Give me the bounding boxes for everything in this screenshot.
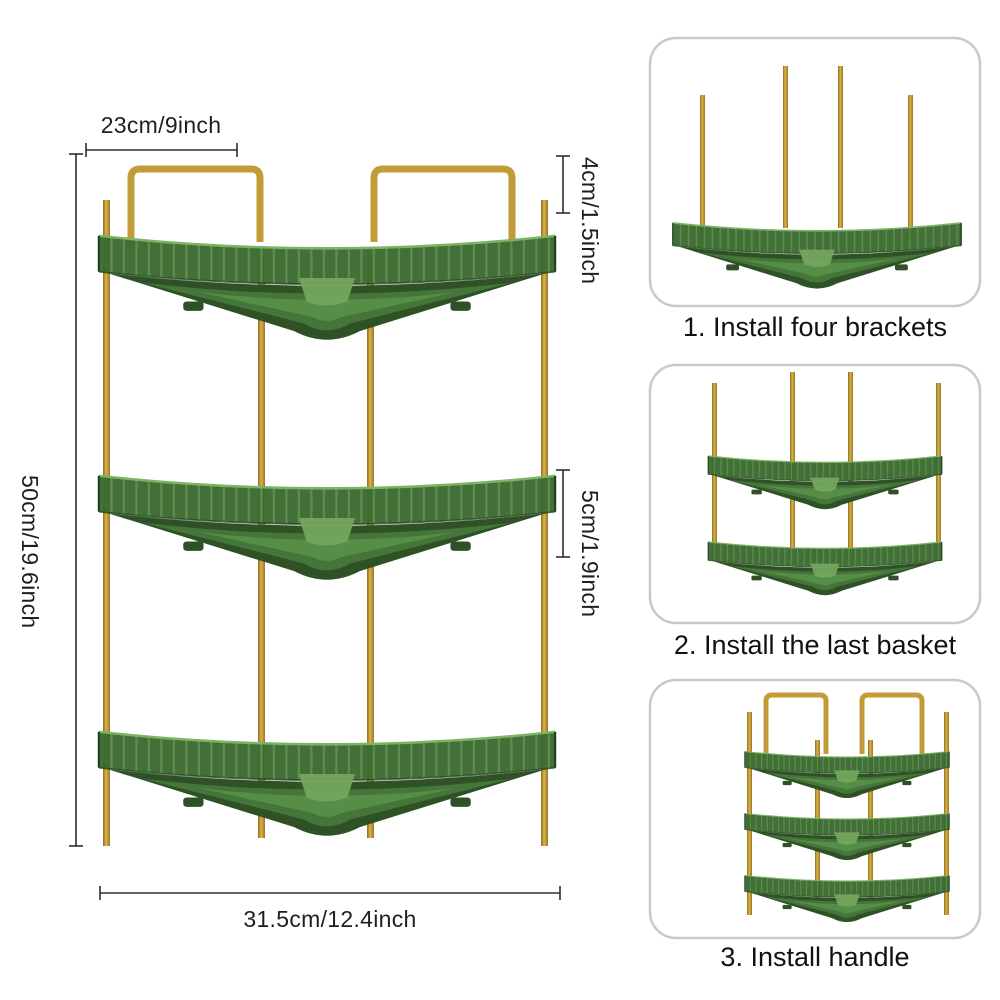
right-handle — [370, 165, 516, 246]
tray-tier-1 — [97, 234, 557, 341]
total-height-dimension-label: 50cm/19.6inch — [17, 475, 43, 629]
base-width-dimension-label: 31.5cm/12.4inch — [243, 906, 417, 932]
step-2-illustration — [707, 372, 943, 596]
main-product-illustration — [97, 165, 557, 846]
left-handle — [127, 165, 264, 246]
top-width-dimension-label: 23cm/9inch — [100, 112, 222, 138]
dim-line-total-height — [69, 153, 83, 847]
pole-left — [103, 200, 110, 846]
tier-height-dimension-label: 5cm/1.9inch — [577, 490, 603, 618]
step-1-caption: 1. Install four brackets — [682, 312, 948, 342]
handle-height-dimension-label: 4cm/1.5inch — [577, 157, 603, 285]
dim-line-top-width — [85, 143, 238, 157]
step-1-illustration — [672, 66, 962, 290]
pole-right — [541, 200, 548, 846]
step-2-caption: 2. Install the last basket — [673, 630, 957, 660]
dimension-lines — [69, 143, 570, 900]
dim-line-base-width — [99, 886, 561, 900]
dim-line-tier-height — [556, 469, 570, 558]
step-panel-1 — [648, 36, 982, 308]
step-panel-2 — [648, 363, 982, 625]
step-3-illustration — [744, 692, 950, 923]
tray-tier-3 — [97, 730, 557, 837]
dim-line-handle-height — [556, 155, 570, 214]
step-3-caption: 3. Install handle — [720, 942, 910, 972]
step-panel-3 — [648, 678, 982, 940]
tray-tier-2 — [97, 474, 557, 581]
